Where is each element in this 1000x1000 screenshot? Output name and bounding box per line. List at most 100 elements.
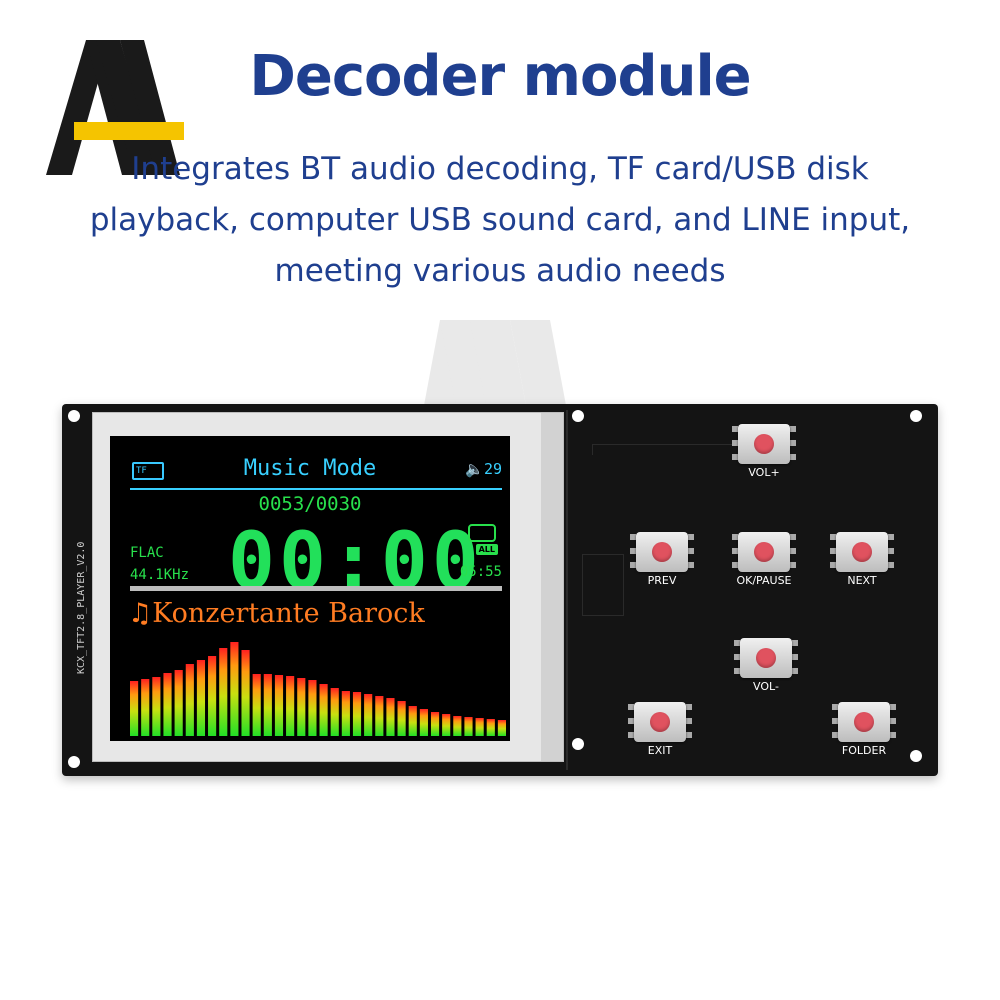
spectrum-bar xyxy=(286,676,295,736)
pcb-trace xyxy=(582,554,624,616)
spectrum-bar xyxy=(230,642,239,736)
button-cap[interactable] xyxy=(652,542,672,562)
spectrum-bar xyxy=(319,684,328,736)
exit-button[interactable]: EXIT xyxy=(628,700,692,760)
switch-pins xyxy=(830,534,836,570)
board-model-label: KCX_TFT2.8_PLAYER_V2.0 xyxy=(76,541,87,674)
button-label: EXIT xyxy=(647,744,673,757)
button-label: VOL+ xyxy=(748,466,780,479)
mount-hole xyxy=(910,410,922,422)
spectrum-bar xyxy=(208,656,217,736)
spectrum-bar xyxy=(297,678,306,736)
vol-minus-button[interactable]: VOL- xyxy=(734,636,798,696)
tf-card-icon: TF xyxy=(132,462,164,480)
switch-pins xyxy=(792,640,798,676)
spectrum-bar xyxy=(330,688,339,736)
spectrum-bar xyxy=(430,712,440,736)
spectrum-bar xyxy=(152,677,161,736)
spectrum-bar xyxy=(163,673,172,736)
spectrum-bar xyxy=(397,701,406,736)
subtitle-line: meeting various audio needs xyxy=(274,253,726,289)
spectrum-bar xyxy=(341,691,350,736)
button-label: PREV xyxy=(647,574,677,587)
spectrum-bar xyxy=(141,679,150,736)
lcd-screen: TF Music Mode 🔈29 0053/0030 FLAC 44.1KHz… xyxy=(110,436,510,741)
spectrum-bar xyxy=(475,718,484,736)
switch-pins xyxy=(688,534,694,570)
switch-pins xyxy=(732,534,738,570)
switch-pins xyxy=(630,534,636,570)
board-divider xyxy=(566,410,568,770)
page-title: Decoder module xyxy=(249,44,751,109)
button-cap[interactable] xyxy=(852,542,872,562)
progress-fill xyxy=(130,586,502,591)
sample-rate: 44.1KHz xyxy=(130,567,190,583)
lcd-ribbon xyxy=(541,413,563,761)
switch-pins xyxy=(790,534,796,570)
spectrum-bar xyxy=(486,719,495,736)
spectrum-bar xyxy=(174,670,183,736)
spectrum-bar xyxy=(263,674,272,736)
switch-pins xyxy=(732,426,738,462)
spectrum-bar xyxy=(352,692,362,736)
spectrum-bar xyxy=(419,709,428,736)
spectrum-bar xyxy=(386,698,395,736)
switch-pins xyxy=(888,534,894,570)
switch-pins xyxy=(686,704,692,740)
volume-value: 29 xyxy=(483,460,502,478)
button-cap[interactable] xyxy=(756,648,776,668)
spectrum-bar xyxy=(464,717,473,736)
spectrum-bar xyxy=(308,680,317,736)
button-label: VOL- xyxy=(753,680,779,693)
switch-pins xyxy=(628,704,634,740)
button-cap[interactable] xyxy=(650,712,670,732)
spectrum-bar xyxy=(375,696,384,736)
track-counter: 0053/0030 xyxy=(258,493,362,515)
button-cap[interactable] xyxy=(854,712,874,732)
folder-button[interactable]: FOLDER xyxy=(832,700,896,760)
subtitle-line: Integrates BT audio decoding, TF card/US… xyxy=(131,151,869,187)
spectrum-bar xyxy=(196,660,206,736)
prev-button[interactable]: PREV xyxy=(630,530,694,590)
spectrum-bar xyxy=(442,714,451,736)
button-cap[interactable] xyxy=(754,434,774,454)
header-divider xyxy=(130,488,502,490)
button-label: FOLDER xyxy=(841,744,887,757)
progress-bar xyxy=(130,586,502,591)
subtitle-line: playback, computer USB sound card, and L… xyxy=(89,202,911,238)
switch-pins xyxy=(890,704,896,740)
volume-indicator: 🔈29 xyxy=(465,460,502,478)
pcb-board: KCX_TFT2.8_PLAYER_V2.0 TF Music Mode 🔈29… xyxy=(62,404,938,776)
button-label: OK/PAUSE xyxy=(736,574,792,587)
spectrum-bar xyxy=(241,650,250,736)
song-title: ♫Konzertante Barock xyxy=(128,598,425,629)
button-cap[interactable] xyxy=(754,542,774,562)
spectrum-bar xyxy=(453,716,462,736)
repeat-mode: ALL xyxy=(475,544,498,555)
spectrum-bar xyxy=(364,694,373,736)
total-time: 05:55 xyxy=(459,564,502,580)
spectrum-bar xyxy=(219,648,228,736)
mount-hole xyxy=(572,738,584,750)
repeat-icon xyxy=(468,524,496,542)
spectrum-bar xyxy=(408,706,417,736)
spectrum-bar xyxy=(185,664,194,736)
mode-title: Music Mode xyxy=(243,456,377,481)
format-info: FLAC 44.1KHz xyxy=(130,542,189,586)
ok-pause-button[interactable]: OK/PAUSE xyxy=(732,530,796,590)
audio-format: FLAC xyxy=(130,545,164,561)
button-label: NEXT xyxy=(847,574,877,587)
switch-pins xyxy=(832,704,838,740)
spectrum-bar xyxy=(130,681,139,736)
spectrum-bar xyxy=(274,675,284,736)
spectrum-analyzer xyxy=(130,642,506,736)
mount-hole xyxy=(910,750,922,762)
mount-hole xyxy=(68,756,80,768)
mount-hole xyxy=(68,410,80,422)
spectrum-bar xyxy=(252,674,261,736)
brand-logo xyxy=(46,40,184,175)
spectrum-bar xyxy=(497,720,506,736)
page-subtitle: Integrates BT audio decoding, TF card/US… xyxy=(30,144,970,297)
vol-plus-button[interactable]: VOL+ xyxy=(732,422,796,482)
next-button[interactable]: NEXT xyxy=(830,530,894,590)
